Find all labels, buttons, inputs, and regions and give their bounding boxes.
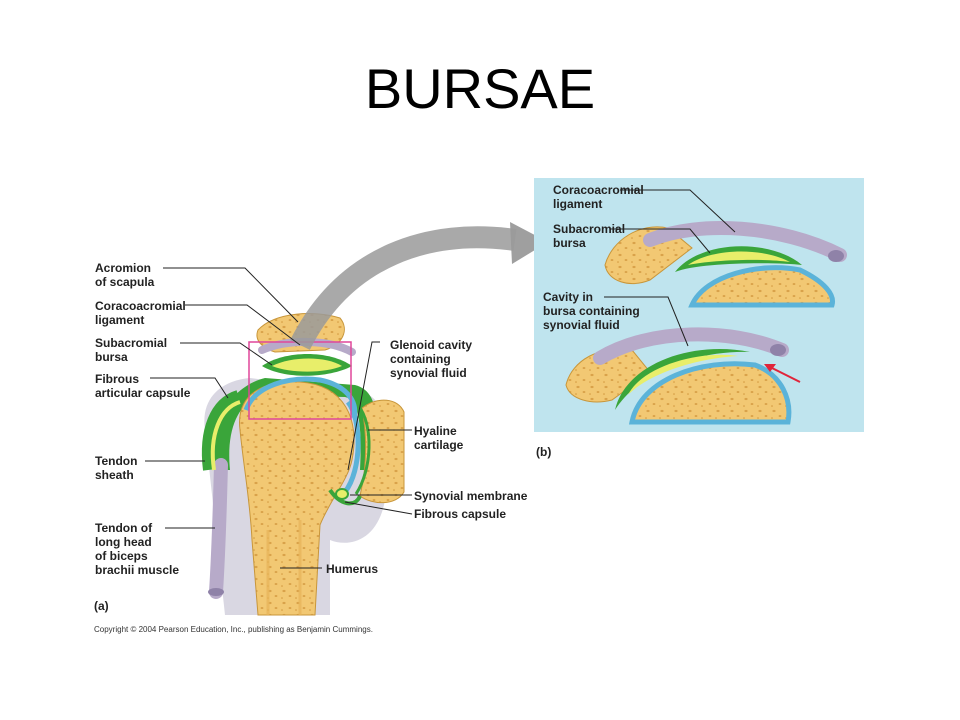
- panel-b-bottom-illustration: [565, 327, 801, 425]
- connector-arrow: [290, 226, 517, 351]
- red-arrow: [764, 364, 776, 372]
- label-biceps-tendon: Tendon of long head of biceps brachii mu…: [95, 521, 180, 577]
- copyright-text: Copyright © 2004 Pearson Education, Inc.…: [94, 625, 373, 634]
- leader-lines-b: [604, 189, 736, 347]
- panel-b-top-illustration: [604, 221, 847, 308]
- panel-b-tag: (b): [536, 445, 552, 459]
- panel-a-tag: (a): [94, 599, 109, 613]
- label-hyaline-cartilage: Hyaline cartilage: [414, 424, 464, 452]
- label-fibrous-articular-capsule: Fibrous articular capsule: [95, 372, 191, 400]
- label-b-cavity: Cavity in bursa containing synovial flui…: [543, 290, 640, 332]
- leader-lines-a: [145, 267, 413, 569]
- label-b-subacromial-bursa: Subacromial bursa: [553, 222, 626, 250]
- biceps-tendon: [209, 458, 228, 599]
- hyaline-cartilage: [342, 400, 361, 494]
- label-subacromial-bursa: Subacromial bursa: [95, 336, 168, 364]
- page-title: BURSAE: [364, 57, 596, 120]
- label-humerus: Humerus: [326, 562, 379, 576]
- tendon-sheath: [201, 390, 240, 471]
- scapula-glenoid: [359, 399, 405, 504]
- label-fibrous-capsule: Fibrous capsule: [414, 507, 507, 521]
- label-coracoacromial-ligament: Coracoacromial ligament: [95, 299, 186, 327]
- label-b-coracoacromial-ligament: Coracoacromial ligament: [553, 183, 644, 211]
- panel-a-illustration: [201, 313, 405, 616]
- label-glenoid-cavity: Glenoid cavity containing synovial fluid: [390, 338, 473, 380]
- label-tendon-sheath: Tendon sheath: [95, 454, 138, 482]
- fibrous-capsule-green: [212, 378, 376, 470]
- label-synovial-membrane: Synovial membrane: [414, 489, 528, 503]
- label-acromion: Acromion of scapula: [95, 261, 155, 289]
